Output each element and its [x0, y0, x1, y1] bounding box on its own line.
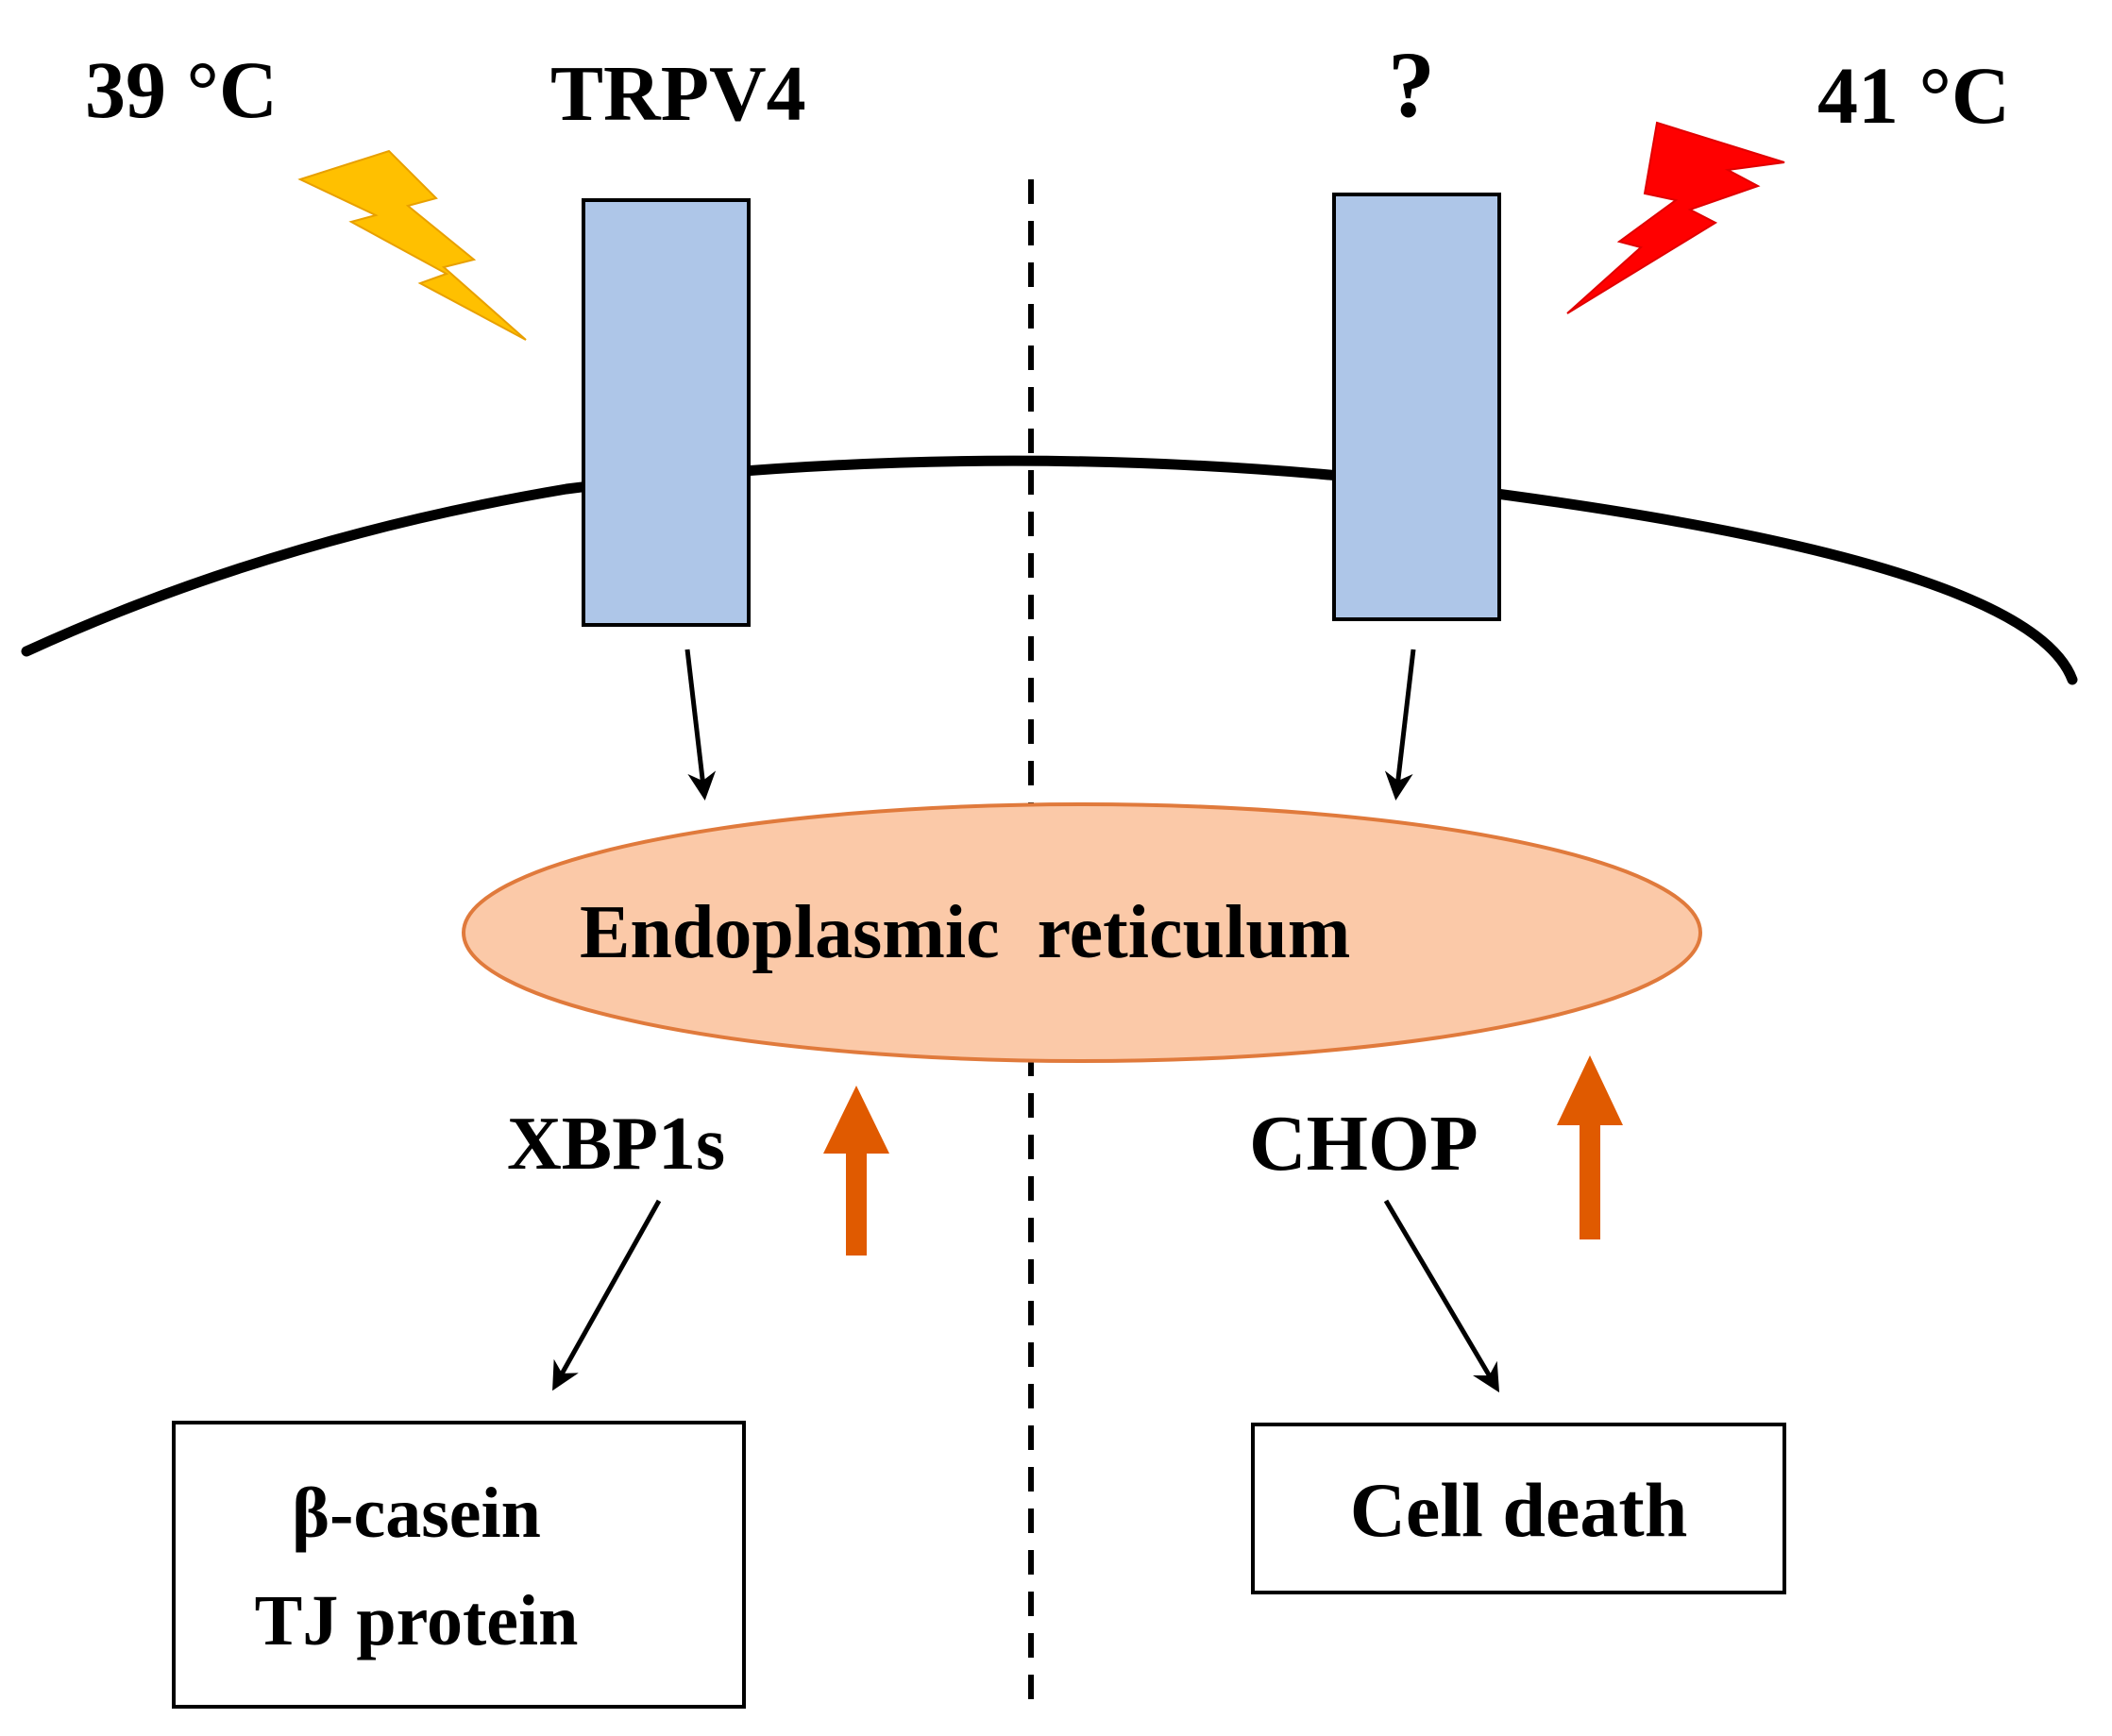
chop-label: CHOP: [1249, 1100, 1478, 1188]
outcome-box-left: β-casein TJ protein: [172, 1421, 746, 1709]
beta-casein-label: β-casein: [292, 1474, 541, 1553]
lightning-bolt-icon-left: [297, 149, 527, 341]
arrow-xbp1s-to-outcome: [552, 1199, 662, 1391]
trpv4-channel: [582, 198, 751, 627]
er-label: Endoplasmic reticulum: [580, 891, 1351, 974]
outcome-box-right: Cell death: [1251, 1423, 1786, 1594]
cell-death-label: Cell death: [1349, 1467, 1688, 1553]
tj-protein-label: TJ protein: [254, 1581, 579, 1660]
temperature-label-39: 39 °C: [85, 44, 278, 135]
temperature-label-41: 41 °C: [1817, 50, 2010, 141]
arrow-chop-to-outcome: [1383, 1199, 1500, 1393]
unknown-channel: [1332, 193, 1501, 621]
unknown-receptor-label: ?: [1388, 32, 1435, 137]
up-arrow-icon-chop: [1557, 1055, 1623, 1239]
up-arrow-icon-xbp1s: [823, 1086, 889, 1256]
endoplasmic-reticulum: [462, 802, 1702, 1063]
arrow-trpv4-to-er: [684, 649, 717, 801]
trpv4-label: TRPV4: [550, 50, 806, 138]
lightning-bolt-icon-right: [1566, 121, 1785, 314]
arrow-unknown-to-er: [1384, 649, 1416, 801]
cell-membrane: [21, 455, 2078, 685]
xbp1s-label: XBP1s: [507, 1103, 726, 1186]
